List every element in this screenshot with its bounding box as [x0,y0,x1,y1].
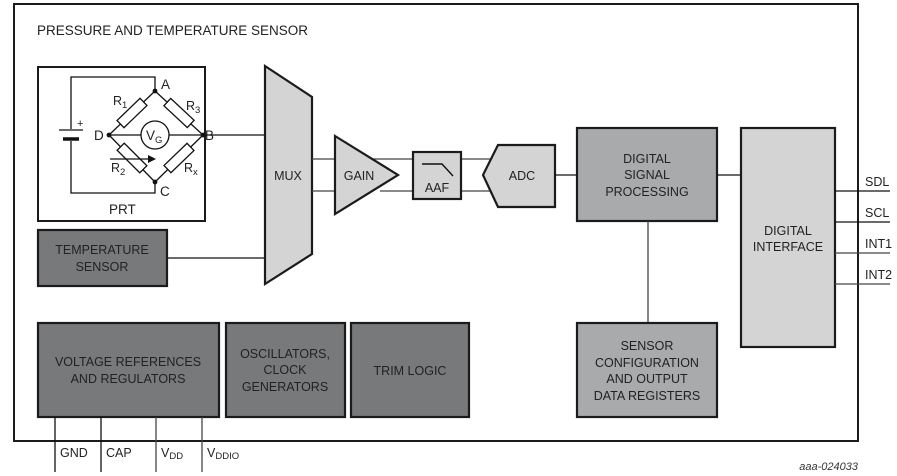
pin-int2-label: INT2 [865,268,892,282]
dsp-label-2: SIGNAL [624,168,670,182]
trim-logic-block [349,321,471,419]
temperature-sensor-label-1: TEMPERATURE [55,243,149,257]
dsp-label-1: DIGITAL [623,152,671,166]
prt-label: PRT [109,202,136,217]
rx-label: Rx [184,161,198,178]
resistor-r1 [116,97,148,129]
lowpass-filter-icon [422,163,454,177]
node-a-label: A [161,77,170,92]
prt-wire-bottom [70,141,156,194]
digital-interface-label-1: DIGITAL [764,224,812,238]
chip-title: PRESSURE AND TEMPERATURE SENSOR [37,23,308,38]
variable-arrow-icon [110,155,156,163]
pin-cap-label: CAP [106,446,132,460]
r2-label: R2 [111,161,125,178]
gain-block [333,134,401,216]
prt-block: + VG A B C D R1 R3 R2 Rx PRT [37,66,214,222]
voltage-references-block [36,321,221,419]
node-c-label: C [160,184,170,199]
oscillators-label-1: OSCILLATORS, [240,347,330,361]
sensor-config-block [575,321,719,419]
figure-id: aaa-024033 [799,461,859,473]
resistor-r3 [162,97,196,129]
oscillators-block [224,321,347,419]
dsp-label-3: PROCESSING [605,185,688,199]
pin-vdd-label: VDD [161,446,183,462]
node-d-label: D [94,128,104,143]
temperature-sensor-block [36,228,169,288]
node-d [106,132,112,138]
node-b [200,132,206,138]
sensor-config-label-4: DATA REGISTERS [594,389,701,403]
voltage-references-label-1: VOLTAGE REFERENCES [55,355,201,369]
oscillators-label-2: CLOCK [263,363,307,377]
resistor-r2 [116,142,148,174]
right-pins: SDL SCL INT1 INT2 [835,175,892,285]
pin-sdl-label: SDL [865,175,889,189]
gain-label: GAIN [344,169,375,183]
node-c [152,179,158,185]
aaf-label: AAF [425,181,450,195]
prt-frame [37,66,206,222]
node-a [152,88,158,94]
battery-icon [59,129,83,141]
pin-scl-label: SCL [865,206,889,220]
r1-label: R1 [113,94,127,111]
battery-plus-label: + [77,118,83,130]
mux-block [263,63,314,287]
bottom-pins: GND CAP VDD VDDIO [54,417,239,472]
dsp-block [575,126,719,223]
temperature-sensor-label-2: SENSOR [76,260,129,274]
r3-label: R3 [186,99,200,116]
oscillators-label-3: GENERATORS [242,380,328,394]
sensor-config-label-3: AND OUTPUT [606,372,688,386]
vg-label: VG [146,128,162,146]
trim-logic-label: TRIM LOGIC [374,364,447,378]
sensor-config-label-2: CONFIGURATION [595,356,699,370]
adc-label: ADC [509,169,535,183]
mux-label: MUX [274,169,302,183]
digital-interface-label-2: INTERFACE [753,240,823,254]
resistor-rx [163,142,195,174]
prt-wire-top [70,76,156,129]
pin-gnd-label: GND [60,446,88,460]
adc-block [481,143,557,209]
voltage-references-label-2: AND REGULATORS [71,372,186,386]
sensor-config-label-1: SENSOR [621,339,674,353]
digital-interface-block [739,126,837,349]
pin-int1-label: INT1 [865,237,892,251]
pin-vddio-label: VDDIO [207,446,239,462]
voltmeter-icon [140,120,170,150]
